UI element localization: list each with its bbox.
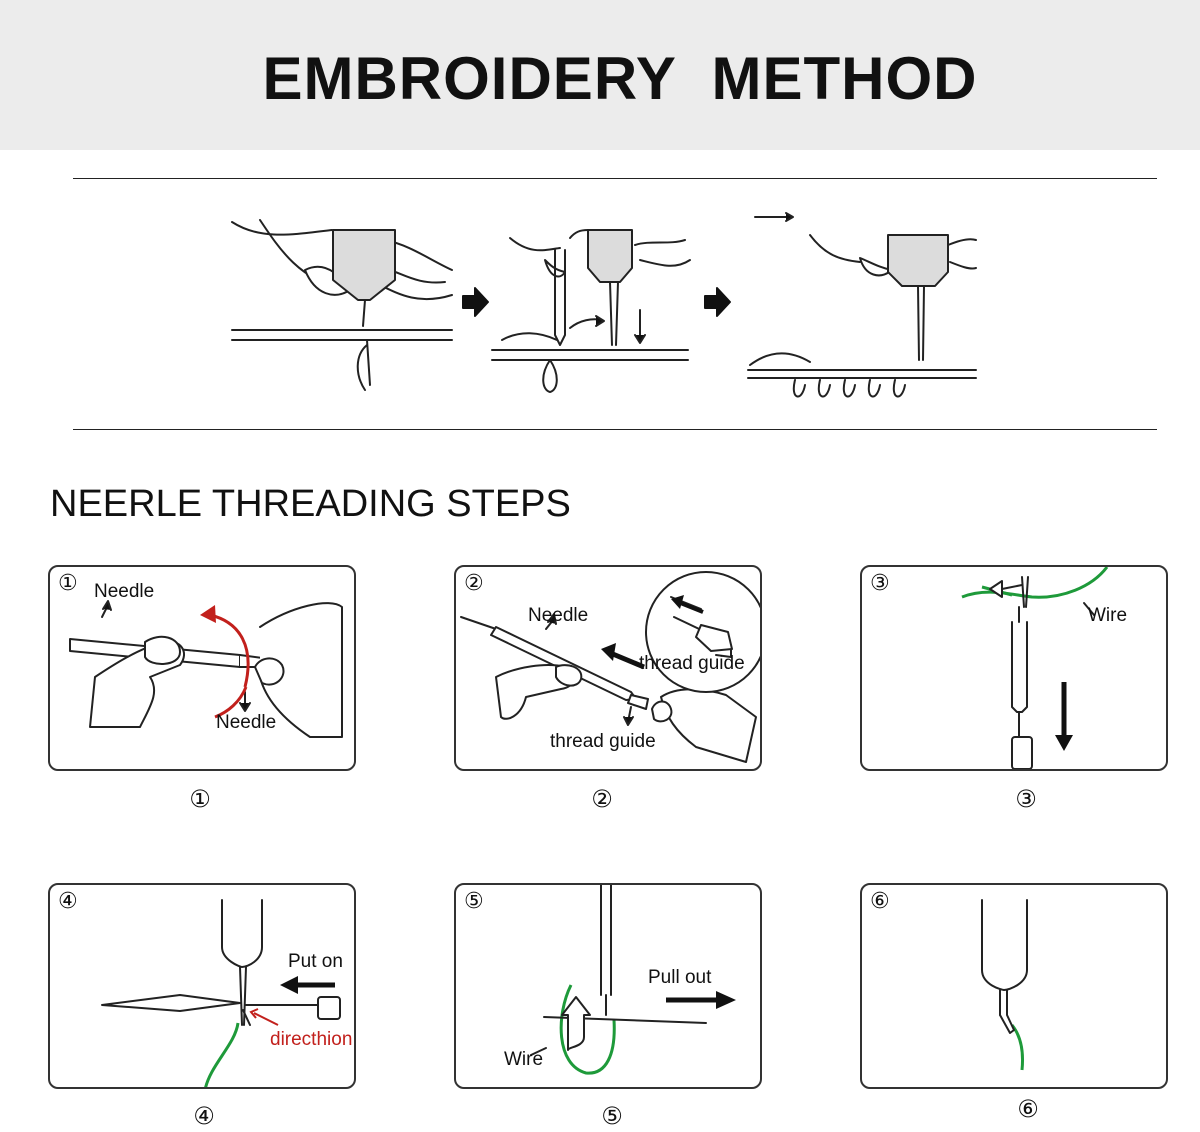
step-5-caption: ⑤ (601, 1102, 623, 1130)
step-5-illustration (530, 885, 736, 1075)
needle-bottom-label: Needle (216, 712, 277, 733)
push-arrow-icon (601, 643, 616, 661)
step-badge: ① (58, 571, 78, 596)
step-6-caption: ⑥ (1017, 1095, 1039, 1123)
thread-guide-top-label: thread guide (639, 653, 745, 674)
header-band: EMBROIDERY METHOD (0, 0, 1200, 150)
step-3-panel: ③ Wire (860, 565, 1168, 771)
step-1-caption: ① (189, 785, 211, 813)
step-6-illustration (981, 899, 1028, 1071)
step-6-panel: ⑥ (860, 883, 1168, 1089)
step-4-illustration (101, 899, 341, 1087)
right-arrow-icon (716, 991, 736, 1009)
divider-bottom (73, 429, 1157, 430)
step-2-illustration (460, 571, 760, 763)
step-badge: ③ (870, 571, 890, 596)
rotate-arrow-icon (200, 605, 216, 623)
inset-arrow-icon (671, 595, 684, 609)
page-title: EMBROIDERY METHOD (262, 45, 978, 112)
step-2-caption: ② (591, 785, 613, 813)
embroidery-method-illustration (231, 212, 977, 398)
step-4-caption: ④ (193, 1102, 215, 1130)
stage-2-drawing (491, 229, 691, 393)
needle-top-label: Needle (94, 581, 155, 602)
step-1-panel: ① Needle Needle (48, 565, 356, 771)
down-arrow-icon (1055, 735, 1073, 751)
step-badge: ② (464, 571, 484, 596)
needle-label: Needle (528, 605, 589, 626)
step-1-illustration (69, 600, 343, 738)
arrow-1-icon (462, 287, 489, 317)
step-5-panel: ⑤ Pull out Wire (454, 883, 762, 1089)
step-3-illustration (961, 567, 1109, 769)
arrow-2-icon (704, 287, 731, 317)
left-arrow-icon (280, 976, 298, 994)
put-on-label: Put on (288, 951, 343, 972)
section-title: NEERLE THREADING STEPS (50, 483, 571, 525)
pull-out-label: Pull out (648, 967, 712, 988)
step-2-panel: ② Needle thread guide thread guide (454, 565, 762, 771)
direction-label: directhion (270, 1029, 353, 1050)
step-3-caption: ③ (1015, 785, 1037, 813)
step-4-panel: ④ Put on directhion (48, 883, 356, 1089)
wire-label: Wire (1088, 605, 1128, 626)
thread-guide-bottom-label: thread guide (550, 731, 656, 752)
stage-1-drawing (231, 219, 453, 391)
divider-top (73, 178, 1157, 179)
wire-label: Wire (504, 1049, 544, 1070)
step-badge: ⑥ (870, 889, 890, 914)
step-badge: ⑤ (464, 889, 484, 914)
stage-3-drawing (747, 212, 977, 398)
step-badge: ④ (58, 889, 78, 914)
